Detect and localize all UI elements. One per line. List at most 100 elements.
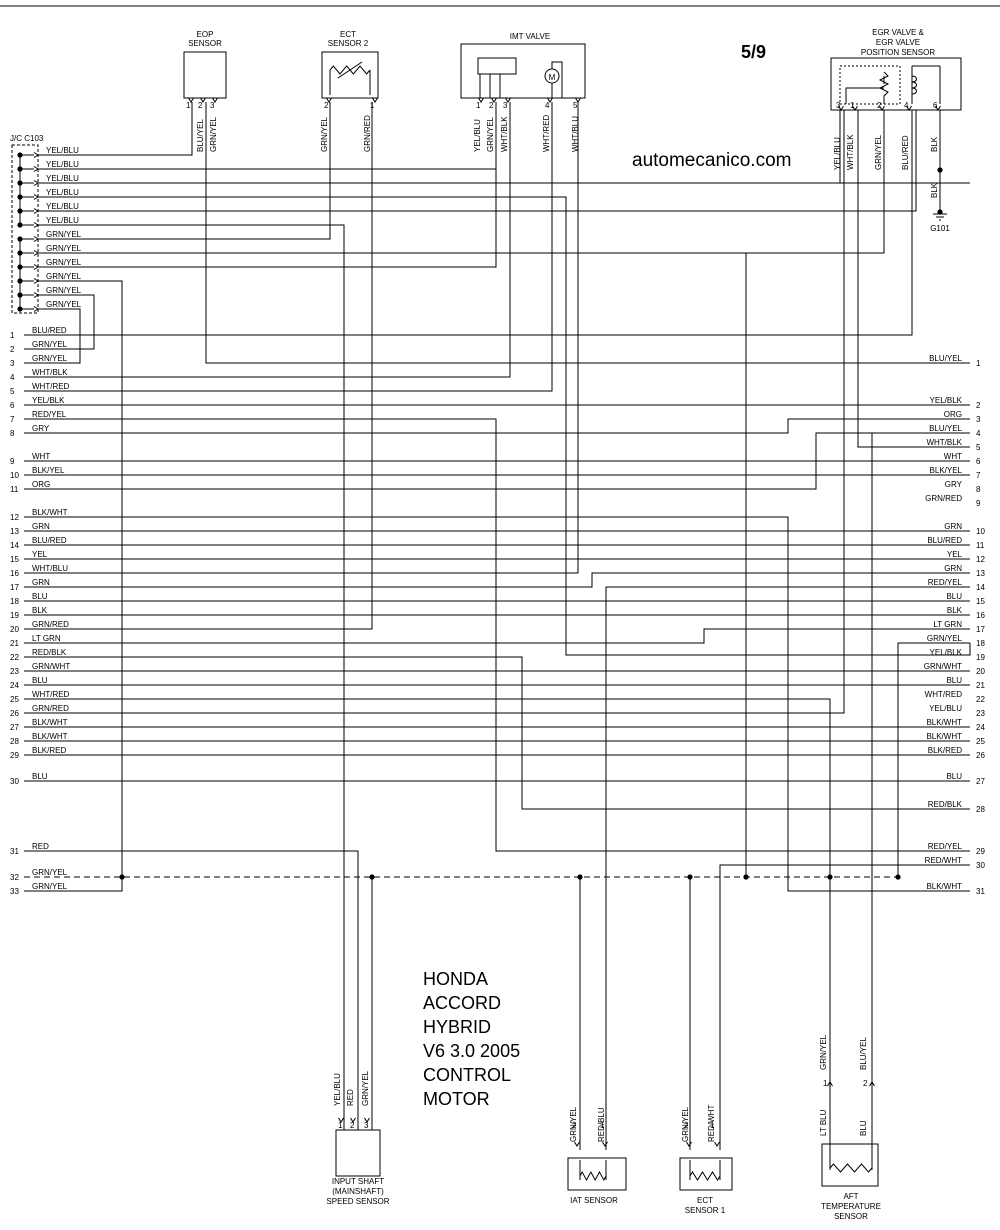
pin-arrow	[33, 180, 39, 186]
routed-wire	[38, 224, 345, 1130]
right-wire-color-label: BLU	[946, 676, 962, 685]
aft-sensor-label-1: AFT	[843, 1192, 858, 1201]
left-wire-color-label: GRY	[32, 424, 50, 433]
pin-arrow	[838, 105, 844, 111]
connector-pin-number: 3	[210, 101, 215, 110]
left-wire-color-label: GRN	[32, 522, 50, 531]
right-connector-pin-number: 31	[976, 887, 985, 896]
left-connector-pin-number: 27	[10, 723, 19, 732]
left-connector-pin-number: 30	[10, 777, 19, 786]
bottom-connector-pin-number: 2	[684, 1121, 689, 1130]
right-connector-pin-number: 20	[976, 667, 985, 676]
connector-pin-number: 1	[476, 101, 481, 110]
egr-wiper-line	[845, 87, 884, 104]
connector-pin-number: 2	[877, 101, 882, 110]
left-connector-pin-number: 22	[10, 653, 19, 662]
jc-wire-color-label: GRN/YEL	[46, 272, 82, 281]
ect-sensor-2-thermal-slash	[337, 61, 363, 79]
bottom-connector-pin-number: 2	[572, 1121, 577, 1130]
right-connector-pin-number: 2	[976, 401, 981, 410]
right-wire-color-label: RED/YEL	[928, 578, 963, 587]
top-wire-color-label: BLU/YEL	[196, 119, 205, 152]
right-wire-color-label: BLK	[947, 606, 963, 615]
left-connector-pin-number: 13	[10, 527, 19, 536]
input-shaft-speed-sensor-body	[335, 1129, 381, 1177]
left-connector-pin-number: 24	[10, 681, 19, 690]
right-wire-color-label: YEL	[947, 550, 963, 559]
top-wire-color-label: GRN/YEL	[874, 134, 883, 170]
left-connector-pin-number: 18	[10, 597, 19, 606]
routed-wire	[24, 586, 970, 1150]
right-wire-color-label: GRN/YEL	[927, 634, 963, 643]
left-wire-color-label: GRN/RED	[32, 620, 69, 629]
left-connector-pin-number: 23	[10, 667, 19, 676]
left-connector-pin-number: 1	[10, 331, 15, 340]
connector-pin-number: 4	[904, 101, 909, 110]
pin-arrow	[491, 97, 497, 103]
aft-thermistor	[829, 1163, 873, 1173]
bottom-connector-pin-number: 1	[823, 1079, 828, 1088]
left-connector-pin-number: 21	[10, 639, 19, 648]
top-wire-color-label: BLK	[930, 182, 939, 198]
title-line-5: CONTROL	[423, 1065, 511, 1085]
bottom-connector-pin-number: 1	[338, 1121, 343, 1130]
pin-arrow	[338, 1117, 344, 1123]
routed-wire	[24, 110, 913, 336]
title-line-1: HONDA	[423, 969, 488, 989]
left-connector-pin-number: 12	[10, 513, 19, 522]
routed-wire	[719, 864, 970, 1150]
left-connector-pin-number: 2	[10, 345, 15, 354]
right-wire-color-label: WHT	[944, 452, 962, 461]
right-wire-color-label: BLU/YEL	[929, 354, 962, 363]
connector-pin-number: 2	[198, 101, 203, 110]
top-wire-color-label: YEL/BLU	[833, 137, 842, 170]
routed-wire	[205, 102, 970, 364]
routed-wire	[24, 850, 359, 1130]
bottom-connector-pin-number: 1	[600, 1121, 605, 1130]
iat-sensor-label: IAT SENSOR	[570, 1196, 618, 1205]
bottom-connector-pin-number: 3	[364, 1121, 369, 1130]
right-wire-color-label: GRN	[944, 564, 962, 573]
left-wire-color-label: GRN/YEL	[32, 340, 68, 349]
connector-pin-number: 3	[836, 101, 841, 110]
left-connector-pin-number: 25	[10, 695, 19, 704]
left-wire-color-label: WHT	[32, 452, 50, 461]
title-line-3: HYBRID	[423, 1017, 491, 1037]
right-connector-pin-number: 12	[976, 555, 985, 564]
left-wire-color-label: WHT/RED	[32, 382, 70, 391]
bottom-wire-color-label: LT BLU	[819, 1109, 828, 1136]
ect-sensor-2-label-1: ECT	[340, 30, 356, 39]
connector-pin-number: 2	[489, 101, 494, 110]
right-connector-pin-number: 25	[976, 737, 985, 746]
ground-dot	[937, 167, 943, 173]
left-connector-pin-number: 28	[10, 737, 19, 746]
pin-arrow	[827, 1081, 833, 1087]
top-wire-color-label: GRN/YEL	[320, 116, 329, 152]
connector-pin-number: 6	[933, 101, 938, 110]
ect1-thermistor	[689, 1171, 721, 1181]
imt-solenoid-leads	[479, 74, 501, 98]
egr-coil-symbol	[911, 75, 917, 95]
routed-wire	[24, 418, 970, 434]
pin-arrow	[33, 152, 39, 158]
left-wire-color-label: BLU/RED	[32, 536, 67, 545]
left-connector-pin-number: 3	[10, 359, 15, 368]
left-wire-color-label: GRN	[32, 578, 50, 587]
top-wire-color-label: YEL/BLU	[473, 119, 482, 152]
jc-wire-color-label: YEL/BLU	[46, 146, 79, 155]
iat-thermistor	[579, 1170, 607, 1182]
pin-arrow	[188, 97, 194, 103]
left-wire-color-label: BLU	[32, 772, 48, 781]
connector-pin-number: 1	[850, 101, 855, 110]
right-connector-pin-number: 11	[976, 541, 985, 550]
top-wire-color-label: BLU/RED	[901, 135, 910, 170]
pin-arrow	[879, 105, 885, 111]
top-wire-color-label: WHT/BLK	[500, 116, 509, 152]
egr-solenoid-frame	[911, 65, 941, 104]
bottom-connector-pin-number: 2	[863, 1079, 868, 1088]
input-shaft-label-1: INPUT SHAFT	[332, 1177, 384, 1186]
left-wire-color-label: GRN/YEL	[32, 868, 68, 877]
left-connector-pin-number: 20	[10, 625, 19, 634]
right-connector-pin-number: 27	[976, 777, 985, 786]
connector-pin-number: 5	[573, 101, 578, 110]
